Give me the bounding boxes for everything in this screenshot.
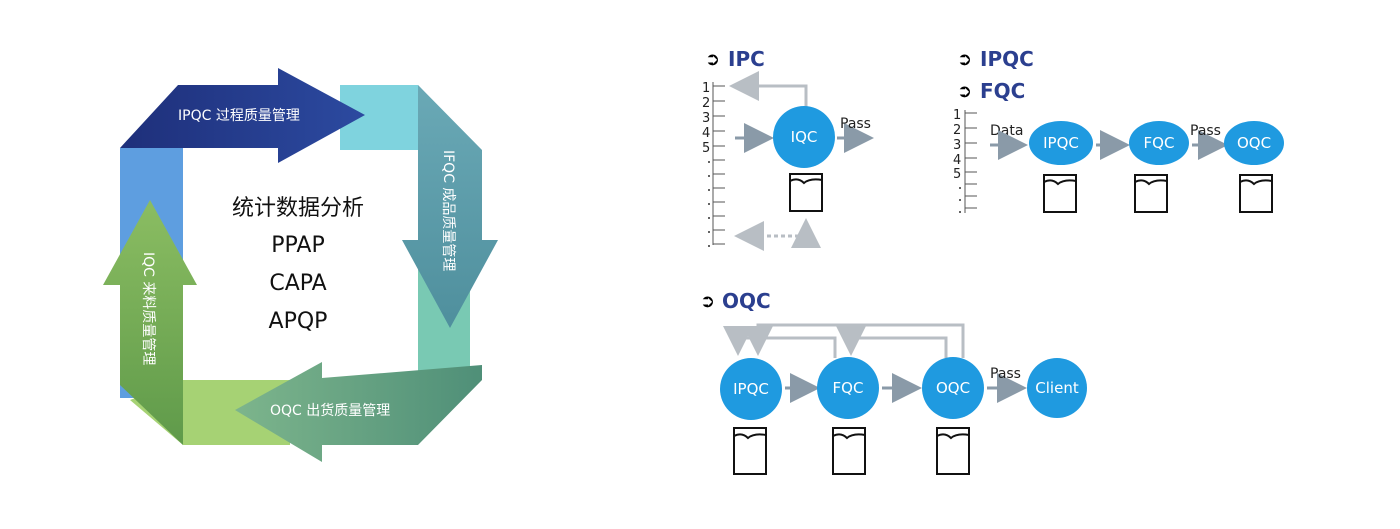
circle-arrow-icon: ➲ [957,49,972,70]
ipqc-node-1 [1029,121,1093,165]
ipc-ruler-ticks [713,85,725,245]
ipc-tick-5: 5 [702,141,710,156]
ipqc-ruler-ticks [965,112,977,209]
ipc-tick-4: 4 [702,126,710,141]
ipqc-data-label: Data [990,123,1023,139]
oqc-node-1 [720,358,782,420]
oqc-node-2-label: FQC [833,379,864,397]
center-line-1: 统计数据分析 [232,196,364,221]
oqc-feedback-outer [743,323,965,358]
document-icon [1043,174,1077,213]
ipc-pass-label: Pass [840,116,871,132]
ipc-node-iqc [773,106,835,168]
ipqc-node-2-label: FQC [1144,134,1175,152]
oqc-node-3-label: OQC [936,379,970,397]
circle-arrow-icon: ➲ [957,81,972,102]
ipc-ruler-dots [708,161,710,247]
arrow-ifqc [402,85,498,328]
document-icon [832,427,866,475]
ipqc-tick-2: 2 [953,123,961,138]
ipqc-node-3-label: OQC [1237,134,1271,152]
cycle-left-label: IQC 来料质量管理 [140,252,156,365]
oqc-pass-label: Pass [990,366,1021,382]
ipc-title: IPC [728,47,765,71]
document-icon [936,427,970,475]
oqc-node-client [1027,358,1087,418]
ipqc-node-3 [1224,121,1284,165]
oqc-node-2 [817,357,879,419]
ipc-feedback-arrow [729,71,808,107]
arrow-oqc [235,362,482,462]
ipqc-node-1-label: IPQC [1043,134,1079,152]
cycle-top-label: IPQC 过程质量管理 [178,108,300,124]
document-icon [733,427,767,475]
arrow-ipqc [120,68,365,163]
cycle-right-label: IFQC 成品质量管理 [440,150,456,271]
ipc-tick-1: 1 [702,81,710,96]
ipqc-tick-5: 5 [953,167,961,182]
ipc-dotted-feedback [734,221,808,251]
ipqc-ruler-dots [959,187,961,213]
ipqc-tick-4: 4 [953,153,961,168]
ipqc-tick-3: 3 [953,138,961,153]
cycle-bottom-label: OQC 出货质量管理 [270,402,390,419]
center-line-4: APQP [269,309,328,334]
circle-arrow-icon: ➲ [705,49,720,70]
oqc-node-client-label: Client [1035,379,1079,397]
ipqc-tick-1: 1 [953,108,961,123]
ipc-node-label: IQC [791,128,818,146]
fqc-title: FQC [980,79,1025,103]
ipqc-title: IPQC [980,47,1034,71]
ipqc-node-2 [1129,121,1189,165]
document-icon [1134,174,1168,213]
arrow-iqc [103,200,197,445]
circle-arrow-icon: ➲ [700,291,715,312]
document-icon [1239,174,1273,213]
oqc-title: OQC [722,289,771,313]
ipqc-pass-label: Pass [1190,123,1221,139]
ipc-tick-3: 3 [702,111,710,126]
oqc-feedback-oqc [836,326,948,358]
oqc-node-1-label: IPQC [733,380,769,398]
center-line-3: CAPA [269,271,326,296]
oqc-feedback-fqc [723,326,837,358]
oqc-node-3 [922,357,984,419]
center-line-2: PPAP [271,233,324,258]
document-icon [789,173,823,212]
ipc-tick-2: 2 [702,96,710,111]
